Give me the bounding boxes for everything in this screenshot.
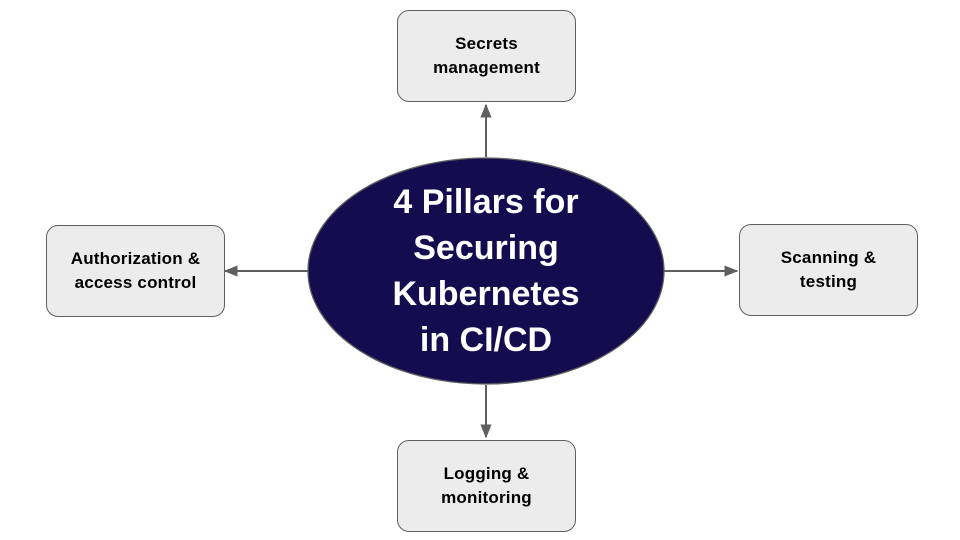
pillar-authorization-access-control: Authorization & access control bbox=[46, 225, 225, 317]
pillar-label-line: Secrets bbox=[455, 34, 518, 53]
pillar-label-line: testing bbox=[799, 272, 858, 291]
center-title-line-2: Securing bbox=[413, 229, 559, 267]
pillar-label-line: Scanning & bbox=[780, 248, 877, 267]
center-title: 4 Pillars for Securing Kubernetes in CI/… bbox=[308, 158, 664, 384]
pillar-label-line: Logging & bbox=[443, 464, 530, 483]
pillar-label-line: Authorization & bbox=[70, 249, 201, 268]
pillar-scanning-testing: Scanning & testing bbox=[739, 224, 918, 316]
center-title-line-4: in CI/CD bbox=[419, 321, 553, 359]
pillar-label-line: management bbox=[433, 58, 540, 77]
pillar-label-line: monitoring bbox=[441, 488, 532, 507]
pillar-secrets-management: Secrets management bbox=[397, 10, 576, 102]
center-title-line-3: Kubernetes bbox=[392, 275, 580, 313]
pillar-label-line: access control bbox=[74, 273, 197, 292]
center-title-line-1: 4 Pillars for bbox=[393, 183, 579, 221]
pillar-logging-monitoring: Logging & monitoring bbox=[397, 440, 576, 532]
